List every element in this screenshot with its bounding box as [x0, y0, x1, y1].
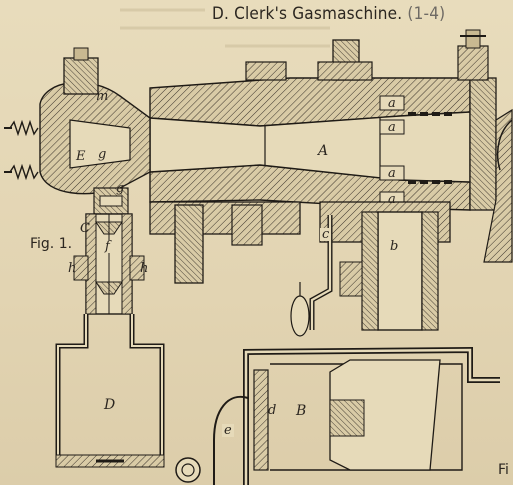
label-g1: g: [98, 147, 107, 162]
label-E: E: [76, 149, 86, 164]
label-f: f: [103, 239, 112, 254]
valve-head: [4, 47, 151, 215]
show-through-text: [120, 8, 330, 48]
label-A: A: [318, 143, 329, 159]
pump-column: [73, 213, 145, 315]
label-m: m: [96, 89, 109, 104]
fig-edge-caption: Fi: [498, 462, 509, 478]
label-h2: h: [140, 261, 149, 276]
label-a1: a: [388, 96, 396, 111]
lower-body: [149, 108, 513, 337]
main-cylinder: [149, 29, 497, 211]
label-e: e: [222, 423, 234, 438]
label-a2: a: [388, 120, 396, 135]
label-a4: a: [388, 192, 396, 207]
label-d: d: [268, 403, 277, 418]
label-h1: h: [68, 261, 77, 276]
label-B: B: [296, 403, 307, 419]
lower-figure-b: [175, 346, 500, 485]
label-b: b: [388, 239, 401, 254]
reservoir-d: [55, 314, 165, 468]
fig1-caption: Fig. 1.: [30, 236, 73, 252]
label-C: C: [80, 221, 90, 236]
partial-wheel: [496, 119, 513, 171]
title-text: D. Clerk's Gasmaschine.: [212, 4, 403, 24]
label-c: c: [320, 227, 332, 242]
plate-title: D. Clerk's Gasmaschine. (1-4): [212, 4, 445, 24]
label-a3: a: [388, 166, 396, 181]
label-g2: g: [116, 181, 125, 196]
label-D: D: [104, 397, 116, 413]
page-ref: (1-4): [407, 4, 446, 24]
